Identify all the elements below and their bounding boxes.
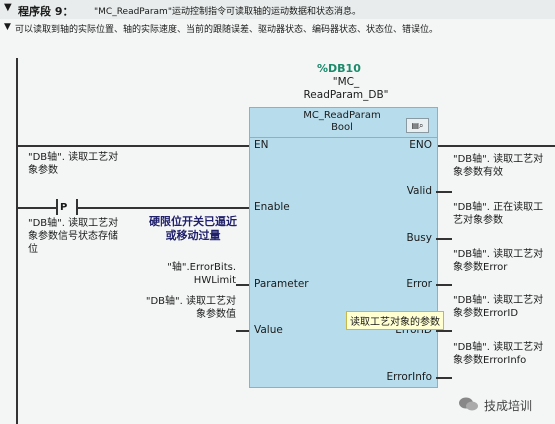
instance-db-id[interactable]: %DB10	[317, 62, 361, 75]
contact-p-symbol[interactable]: P	[60, 202, 68, 213]
contact-wire-right	[78, 207, 249, 209]
collapse-arrow-icon[interactable]: ▼	[4, 2, 12, 13]
power-rail	[16, 58, 18, 424]
pin-busy[interactable]: Busy	[406, 232, 432, 244]
errorinfo-operand[interactable]: "DB轴". 读取工艺对象参数ErrorInfo	[453, 342, 544, 366]
pin-en[interactable]: EN	[254, 139, 269, 151]
parameter-operand[interactable]: "轴".ErrorBits. HWLimit	[167, 262, 236, 286]
pin-eno[interactable]: ENO	[409, 139, 432, 151]
contact-operand[interactable]: "DB轴". 读取工艺对象参数	[28, 152, 119, 176]
pin-error[interactable]: Error	[406, 278, 432, 290]
hwlimit-annotation: 硬限位开关已逼近或移动过量	[149, 215, 237, 242]
segment-description[interactable]: "MC_ReadParam"运动控制指令可读取轴的运动数据和状态消息。	[94, 7, 361, 17]
valid-wire	[436, 191, 452, 193]
contact-wire-left	[17, 207, 56, 209]
parameter-wire	[236, 284, 249, 286]
pin-parameter[interactable]: Parameter	[254, 278, 309, 290]
block-title: MC_ReadParam Bool	[303, 110, 381, 133]
errorid-operand[interactable]: "DB轴". 读取工艺对象参数ErrorID	[453, 295, 544, 319]
wechat-icon	[458, 396, 480, 412]
value-wire	[236, 330, 249, 332]
value-operand[interactable]: "DB轴". 读取工艺对象参数值	[145, 296, 236, 320]
block-info-icon[interactable]: ▤⌕	[406, 118, 429, 133]
error-wire	[436, 284, 452, 286]
valid-operand[interactable]: "DB轴". 读取工艺对象参数有效	[453, 154, 544, 178]
watermark-text: 技成培训	[484, 399, 533, 413]
block-divider	[249, 137, 437, 138]
segment-comment[interactable]: 可以读取到轴的实际位置、轴的实际速度、当前的跟随误差、驱动器状态、编码器状态、状…	[15, 25, 439, 35]
en-wire	[17, 145, 249, 147]
tooltip: 读取工艺对象的参数	[346, 311, 444, 330]
contact-left-bar	[56, 199, 58, 215]
pin-enable[interactable]: Enable	[254, 201, 290, 213]
instance-db-name[interactable]: "MC_ ReadParam_DB"	[303, 76, 389, 101]
errorid-wire	[436, 330, 452, 332]
busy-wire	[436, 238, 452, 240]
segment-title: 程序段 9：	[18, 5, 74, 18]
edge-memory-operand[interactable]: "DB轴". 读取工艺对象参数信号状态存储位	[28, 218, 119, 255]
error-operand[interactable]: "DB轴". 读取工艺对象参数Error	[453, 249, 544, 273]
pin-value[interactable]: Value	[254, 324, 283, 336]
busy-operand[interactable]: "DB轴". 正在读取工艺对象参数	[453, 202, 544, 226]
mc-readparam-block[interactable]	[249, 107, 438, 388]
contact-right-bar	[76, 199, 78, 215]
pin-errorinfo[interactable]: ErrorInfo	[386, 371, 432, 383]
segment-header	[0, 0, 555, 19]
comment-arrow-icon[interactable]: ▼	[4, 22, 11, 32]
pin-valid[interactable]: Valid	[406, 185, 432, 197]
errorinfo-wire	[436, 377, 452, 379]
eno-wire	[436, 145, 555, 147]
